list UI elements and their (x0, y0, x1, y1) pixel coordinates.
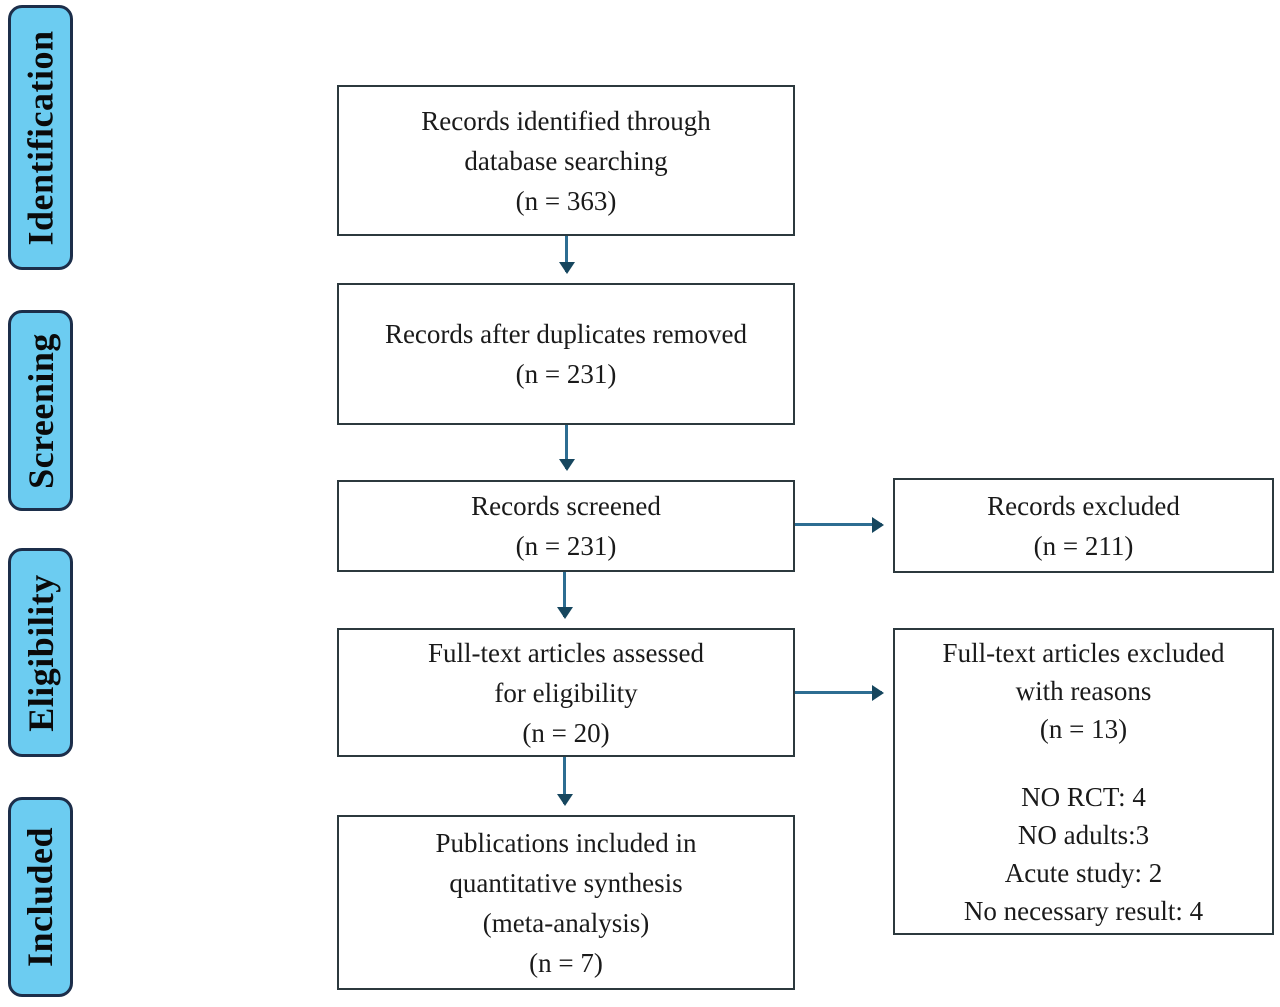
box-text-line: (n = 20) (522, 717, 610, 748)
exclusion-reason: NO adults:3 (1017, 819, 1150, 850)
stage-identification: Identification (8, 5, 73, 270)
stage-screening: Screening (8, 310, 73, 511)
arrow-screened-to-assessed (556, 572, 573, 619)
arrow-identified-to-duplicates (558, 236, 575, 274)
box-text-line: (n = 231) (515, 531, 617, 561)
box-text-line: Full-text articles assessed (428, 637, 704, 668)
box-text-line: Publications included in (435, 827, 697, 858)
box-text-line: (n = 231) (515, 359, 617, 389)
box-text-line: (n = 7) (529, 947, 603, 978)
stage-label: Screening (20, 332, 61, 489)
stage-label: Identification (20, 29, 61, 246)
box-text-line: Records excluded (987, 490, 1180, 521)
box-text-line: (n = 13) (1039, 713, 1128, 744)
exclusion-reason: Acute study: 2 (1004, 857, 1163, 888)
flow-box-records-identified: Records identified through database sear… (337, 85, 795, 236)
box-text-line: Records after duplicates removed (384, 319, 748, 349)
box-text-line: Full-text articles excluded (942, 637, 1225, 668)
flow-box-included-quantitative: Publications included in quantitative sy… (337, 815, 795, 990)
box-text-line: (n = 363) (515, 185, 617, 216)
exclusion-reason: No necessary result: 4 (963, 895, 1204, 926)
box-text-line: (n = 211) (1033, 530, 1134, 561)
box-text-line: Records identified through (421, 105, 711, 136)
exclusion-box-records-excluded: Records excluded (n = 211) (893, 478, 1274, 573)
box-text-line: for eligibility (494, 677, 638, 708)
box-text-line: database searching (464, 145, 668, 176)
stage-included: Included (8, 797, 73, 997)
stage-label: Included (20, 826, 61, 968)
box-text-line: quantitative synthesis (449, 867, 683, 898)
stage-label: Eligibility (20, 573, 61, 732)
box-text-line: with reasons (1015, 675, 1152, 706)
box-text-line: (meta-analysis) (482, 907, 650, 938)
arrow-screened-to-records-excluded (795, 516, 884, 533)
flow-box-records-screened: Records screened (n = 231) (337, 480, 795, 572)
arrow-duplicates-to-screened (558, 425, 575, 471)
arrow-assessed-to-included (556, 757, 573, 806)
flow-box-duplicates-removed: Records after duplicates removed (n = 23… (337, 283, 795, 425)
flow-box-fulltext-assessed: Full-text articles assessed for eligibil… (337, 628, 795, 757)
arrow-assessed-to-fulltext-excluded (795, 684, 884, 701)
exclusion-reason: NO RCT: 4 (1021, 781, 1146, 812)
stage-eligibility: Eligibility (8, 548, 73, 757)
exclusion-box-fulltext-excluded: Full-text articles excluded with reasons… (893, 628, 1274, 935)
box-text-line: Records screened (471, 491, 661, 521)
